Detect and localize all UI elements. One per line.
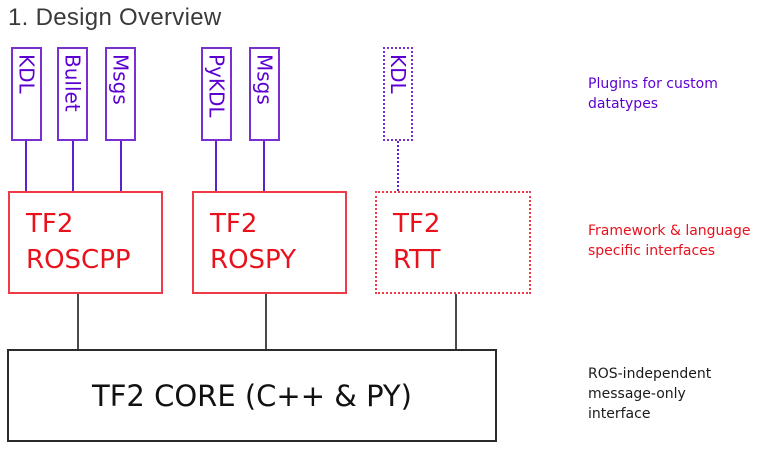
connector-kdl-rtt [397,141,399,191]
plugin-box-msgs-cpp: Msgs [105,47,136,141]
connector-rtt-core [455,294,457,349]
connector-msgs-roscpp [120,141,122,191]
connector-rospy-core [265,294,267,349]
interface-label-line1: TF2 [210,209,258,239]
plugin-box-kdl-rtt: KDL [383,47,413,141]
connector-pykdl-rospy [215,141,217,191]
interface-box-tf2-rtt: TF2 RTT [375,191,531,294]
interface-label-line1: TF2 [26,209,74,239]
connector-roscpp-core [77,294,79,349]
interface-label-line2: ROSCPP [26,245,131,275]
interface-box-tf2-rospy: TF2 ROSPY [192,191,347,294]
core-box: TF2 CORE (C++ & PY) [7,349,497,442]
connector-kdl-roscpp [25,141,27,191]
annotation-interfaces: Framework & language specific interfaces [588,223,751,259]
plugin-box-pykdl: PyKDL [201,47,232,141]
interface-label-line2: ROSPY [210,245,297,275]
interface-label-line1: TF2 [393,209,441,239]
interface-box-tf2-roscpp: TF2 ROSCPP [8,191,163,294]
plugin-box-kdl: KDL [11,47,42,141]
core-label: TF2 CORE (C++ & PY) [92,378,412,413]
annotation-plugins: Plugins for custom datatypes [588,76,718,112]
connector-msgs-rospy [263,141,265,191]
interface-label-line2: RTT [393,245,441,275]
plugin-box-bullet: Bullet [57,47,88,141]
page-title: 1. Design Overview [8,4,222,31]
plugin-box-msgs-py: Msgs [249,47,280,141]
annotation-core: ROS-independent message-only interface [588,366,712,422]
connector-bullet-roscpp [72,141,74,191]
